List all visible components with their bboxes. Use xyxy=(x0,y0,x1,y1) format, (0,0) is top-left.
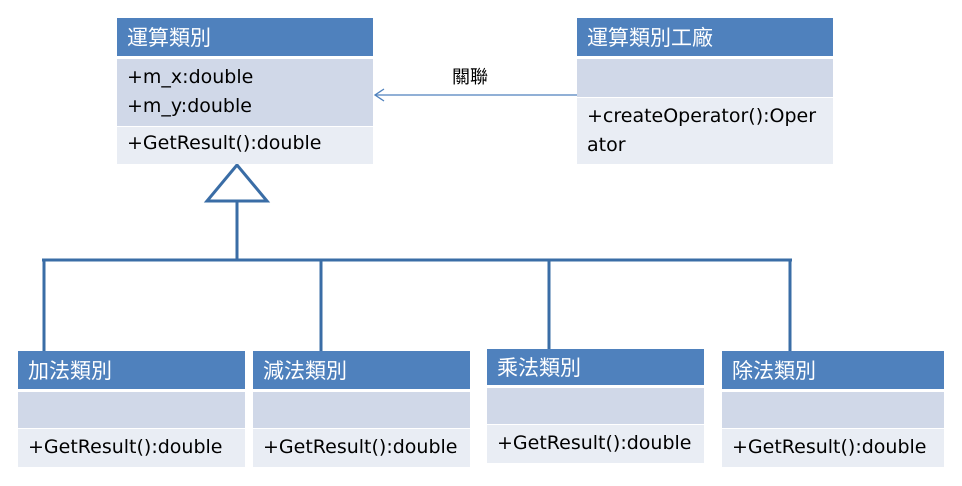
operations-section: +GetResult():double xyxy=(722,429,944,467)
operation-getresult: +GetResult():double xyxy=(732,436,927,458)
class-name: 運算類別工廠 xyxy=(577,18,833,56)
operation-createoperator-cont: ator xyxy=(587,134,626,156)
operations-section: +GetResult():double xyxy=(117,127,373,164)
attributes-section xyxy=(253,392,470,428)
inheritance-triangle xyxy=(203,162,271,203)
operations-section: +createOperator():Oper ator xyxy=(577,98,833,164)
class-base-operation[interactable]: 運算類別 +m_x:double +m_y:double +GetResult(… xyxy=(117,18,373,164)
attributes-section xyxy=(577,59,833,97)
operation-getresult: +GetResult():double xyxy=(497,432,692,454)
operations-section: +GetResult():double xyxy=(487,425,704,463)
class-name: 加法類別 xyxy=(18,351,245,389)
attributes-section xyxy=(487,388,704,424)
class-name: 乘法類別 xyxy=(487,349,704,385)
class-subtract[interactable]: 減法類別 +GetResult():double xyxy=(253,351,470,467)
class-multiply[interactable]: 乘法類別 +GetResult():double xyxy=(487,349,704,463)
attributes-section xyxy=(722,392,944,428)
class-name: 除法類別 xyxy=(722,351,944,389)
operation-getresult: +GetResult():double xyxy=(127,132,322,154)
class-operation-factory[interactable]: 運算類別工廠 +createOperator():Oper ator xyxy=(577,18,833,164)
operation-getresult: +GetResult():double xyxy=(263,436,458,458)
attributes-section xyxy=(18,392,245,428)
association-arrowhead xyxy=(373,88,385,102)
class-add[interactable]: 加法類別 +GetResult():double xyxy=(18,351,245,467)
class-divide[interactable]: 除法類別 +GetResult():double xyxy=(722,351,944,467)
attributes-section: +m_x:double +m_y:double xyxy=(117,59,373,126)
attribute-m-y: +m_y:double xyxy=(127,95,252,117)
operations-section: +GetResult():double xyxy=(253,429,470,467)
operation-createoperator: +createOperator():Oper xyxy=(587,105,817,127)
operation-getresult: +GetResult():double xyxy=(28,436,223,458)
class-name: 減法類別 xyxy=(253,351,470,389)
operations-section: +GetResult():double xyxy=(18,429,245,467)
class-name: 運算類別 xyxy=(117,18,373,56)
association-label: 關聯 xyxy=(452,67,488,88)
attribute-m-x: +m_x:double xyxy=(127,66,254,88)
